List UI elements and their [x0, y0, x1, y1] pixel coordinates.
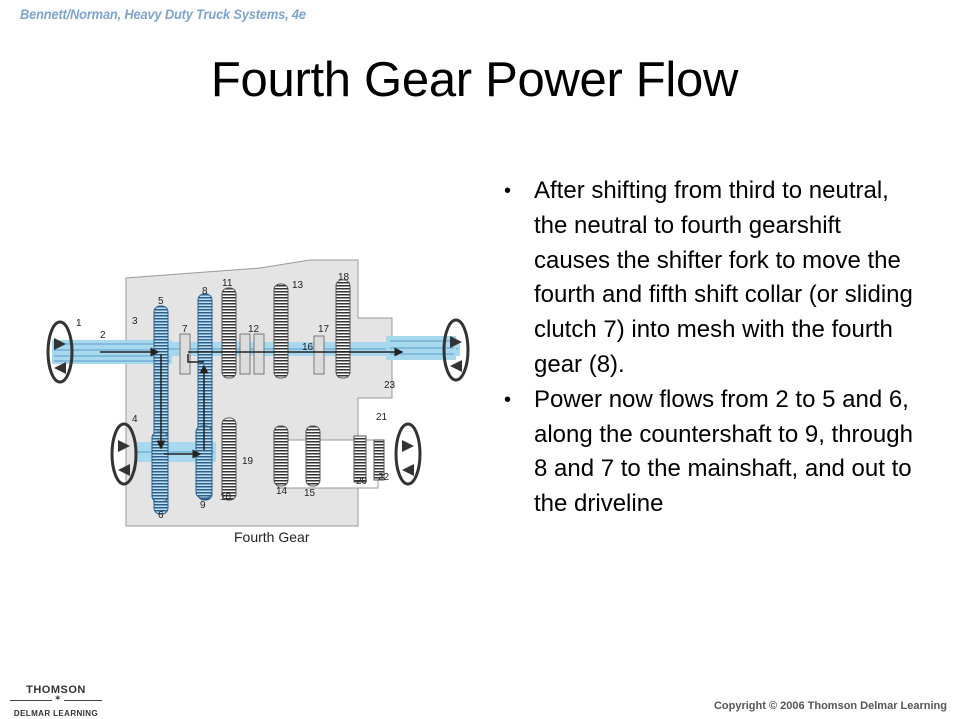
label-15: 15	[304, 488, 316, 499]
bullet-symbol: •	[504, 388, 512, 411]
sliding-clutch-7	[179, 333, 191, 375]
label-23: 23	[384, 380, 396, 391]
gear-10	[221, 417, 237, 501]
bullet-item: • After shifting from third to neutral, …	[502, 174, 922, 383]
copyright-notice: Copyright © 2006 Thomson Delmar Learning	[713, 700, 947, 712]
label-13: 13	[292, 280, 304, 291]
transmission-diagram: 1 2 3 4 5 6 7 8 9 10 11 12 13 14 15 16 1…	[46, 259, 470, 527]
diagram-caption: Fourth Gear	[234, 529, 310, 545]
gear-13	[273, 283, 289, 379]
gear-12b	[253, 333, 265, 375]
label-14: 14	[276, 486, 288, 497]
label-12: 12	[248, 324, 260, 335]
label-22: 22	[378, 472, 390, 483]
gear-6	[151, 431, 169, 503]
slide-title-text: Fourth Gear Power Flow	[210, 53, 739, 107]
logo-bottom-text: DELMAR LEARNING	[13, 709, 99, 718]
gear-18	[335, 279, 351, 379]
label-6: 6	[158, 510, 164, 521]
gear-14	[273, 425, 289, 487]
label-5: 5	[158, 296, 164, 307]
gear-15	[305, 425, 321, 487]
countershaft-rotation-icon	[110, 422, 138, 486]
label-7: 7	[182, 324, 188, 335]
flow-arrow-collar	[187, 354, 204, 363]
label-20: 20	[356, 476, 368, 487]
star-icon: ✶	[52, 693, 64, 704]
label-9: 9	[200, 500, 206, 511]
output-rotation-icon	[442, 318, 470, 382]
label-16: 16	[302, 342, 314, 353]
label-18: 18	[338, 272, 350, 283]
slide-title: Fourth Gear Power Flow	[0, 52, 959, 108]
gear-12	[239, 333, 251, 375]
label-19: 19	[242, 456, 254, 467]
label-2: 2	[100, 330, 106, 341]
input-rotation-icon	[46, 320, 74, 384]
gear-11	[221, 287, 237, 379]
bullet-text: After shifting from third to neutral, th…	[534, 177, 913, 378]
bullet-list: • After shifting from third to neutral, …	[502, 174, 922, 522]
logo-top-text: THOMSON	[26, 684, 86, 696]
publisher-logo: THOMSON ✶ DELMAR LEARNING	[10, 684, 102, 718]
label-21: 21	[376, 412, 388, 423]
label-1: 1	[76, 318, 82, 329]
gear-22	[373, 439, 385, 481]
label-10: 10	[220, 492, 232, 503]
gear-20	[353, 435, 367, 483]
gear-17	[313, 335, 325, 375]
label-3: 3	[132, 316, 138, 327]
label-8: 8	[202, 286, 208, 297]
label-17: 17	[318, 324, 330, 335]
bullet-symbol: •	[504, 180, 512, 202]
label-4: 4	[132, 414, 138, 425]
bullet-item: • Power now flows from 2 to 5 and 6, alo…	[502, 383, 922, 522]
label-11: 11	[222, 278, 233, 289]
reverse-rotation-icon	[394, 422, 422, 486]
book-title-header: Bennett/Norman, Heavy Duty Truck Systems…	[20, 6, 306, 22]
bullet-text: Power now flows from 2 to 5 and 6, along…	[534, 385, 913, 518]
logo-separator: ✶	[10, 693, 102, 704]
